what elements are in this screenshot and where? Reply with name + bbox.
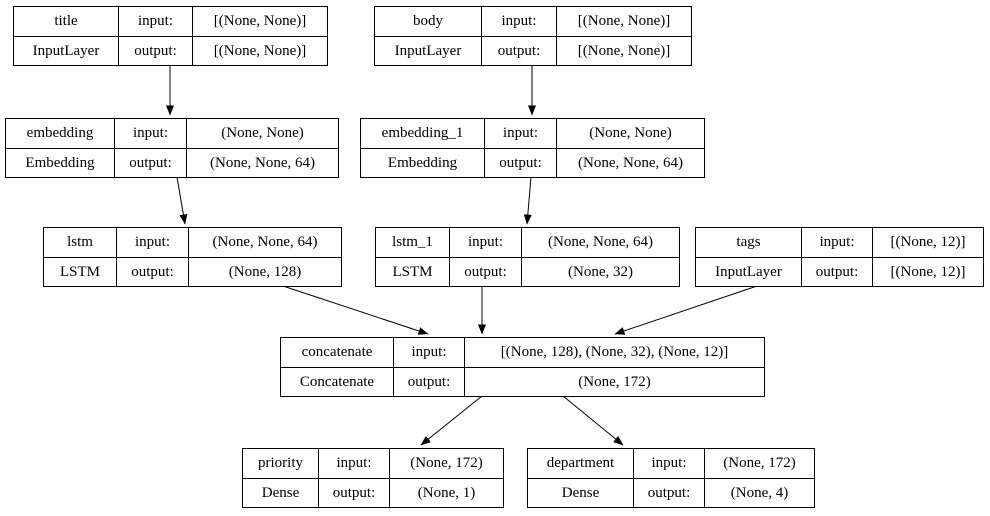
output-label: output: (484, 148, 556, 177)
output-shape: (None, 1) (389, 478, 503, 507)
edge-tags-to-concatenate (614, 285, 758, 335)
output-shape: [(None, 12)] (872, 257, 983, 286)
input-label: input: (118, 7, 192, 36)
layer-type: InputLayer (375, 36, 481, 65)
layer-name: body (413, 13, 443, 29)
output-label: output: (114, 148, 186, 177)
output-label: output: (393, 367, 464, 396)
layer-name: lstm_1 (392, 234, 433, 250)
input-shape: [(None, None)] (556, 7, 691, 36)
input-shape: (None, None, 64) (521, 228, 679, 257)
output-label: output: (318, 478, 389, 507)
output-shape: (None, 4) (704, 478, 814, 507)
edge-concatenate-to-priority (420, 395, 483, 446)
layer-node-embedding_1: embedding_1 input: (None, None) Embeddin… (360, 118, 705, 178)
output-shape: [(None, None)] (192, 36, 327, 65)
input-label: input: (481, 7, 556, 36)
input-shape: (None, None) (556, 119, 704, 148)
output-shape: (None, None, 64) (556, 148, 704, 177)
layer-name: concatenate (301, 344, 373, 360)
output-label: output: (118, 36, 192, 65)
input-shape: [(None, None)] (192, 7, 327, 36)
layer-node-department: department input: (None, 172) Dense outp… (527, 448, 815, 508)
input-label: input: (114, 119, 186, 148)
input-shape: (None, 172) (389, 449, 503, 478)
layer-type: Concatenate (281, 367, 393, 396)
input-label: input: (449, 228, 521, 257)
output-label: output: (801, 257, 872, 286)
input-label: input: (393, 338, 464, 367)
output-shape: (None, None, 64) (186, 148, 338, 177)
output-label: output: (449, 257, 521, 286)
input-label: input: (116, 228, 188, 257)
layer-name: tags (736, 234, 761, 250)
input-shape: (None, 172) (704, 449, 814, 478)
edge-embedding-to-lstm (176, 176, 188, 225)
layer-node-title: title input: [(None, None)] InputLayer o… (13, 6, 328, 66)
layer-type: LSTM (44, 257, 116, 286)
output-label: output: (116, 257, 188, 286)
layer-node-lstm_1: lstm_1 input: (None, None, 64) LSTM outp… (375, 227, 680, 287)
layer-name: title (54, 13, 78, 29)
layer-name: embedding (26, 125, 94, 141)
output-shape: (None, 32) (521, 257, 679, 286)
edge-concatenate-to-department (562, 395, 624, 446)
output-shape: [(None, None)] (556, 36, 691, 65)
input-shape: [(None, 12)] (872, 228, 983, 257)
layer-type: InputLayer (14, 36, 118, 65)
input-shape: [(None, 128), (None, 32), (None, 12)] (464, 338, 764, 367)
layer-type: LSTM (376, 257, 449, 286)
input-label: input: (801, 228, 872, 257)
input-label: input: (484, 119, 556, 148)
output-label: output: (481, 36, 556, 65)
layer-name: embedding_1 (381, 125, 464, 141)
layer-node-priority: priority input: (None, 172) Dense output… (242, 448, 504, 508)
input-shape: (None, None, 64) (188, 228, 341, 257)
layer-type: InputLayer (696, 257, 801, 286)
layer-type: Dense (528, 478, 633, 507)
output-shape: (None, 128) (188, 257, 341, 286)
input-label: input: (318, 449, 389, 478)
layer-node-embedding: embedding input: (None, None) Embedding … (5, 118, 339, 178)
layer-name: lstm (67, 234, 93, 250)
output-label: output: (633, 478, 704, 507)
layer-node-lstm: lstm input: (None, None, 64) LSTM output… (43, 227, 342, 287)
layer-node-tags: tags input: [(None, 12)] InputLayer outp… (695, 227, 984, 287)
edge-lstm-to-concatenate (282, 285, 429, 335)
layer-type: Dense (243, 478, 318, 507)
layer-type: Embedding (361, 148, 484, 177)
input-shape: (None, None) (186, 119, 338, 148)
layer-node-concatenate: concatenate input: [(None, 128), (None, … (280, 337, 765, 397)
layer-node-body: body input: [(None, None)] InputLayer ou… (374, 6, 692, 66)
input-label: input: (633, 449, 704, 478)
layer-type: Embedding (6, 148, 114, 177)
output-shape: (None, 172) (464, 367, 764, 396)
layer-name: priority (258, 455, 303, 471)
layer-name: department (546, 455, 615, 471)
edge-embedding_1-to-lstm_1 (523, 176, 532, 225)
